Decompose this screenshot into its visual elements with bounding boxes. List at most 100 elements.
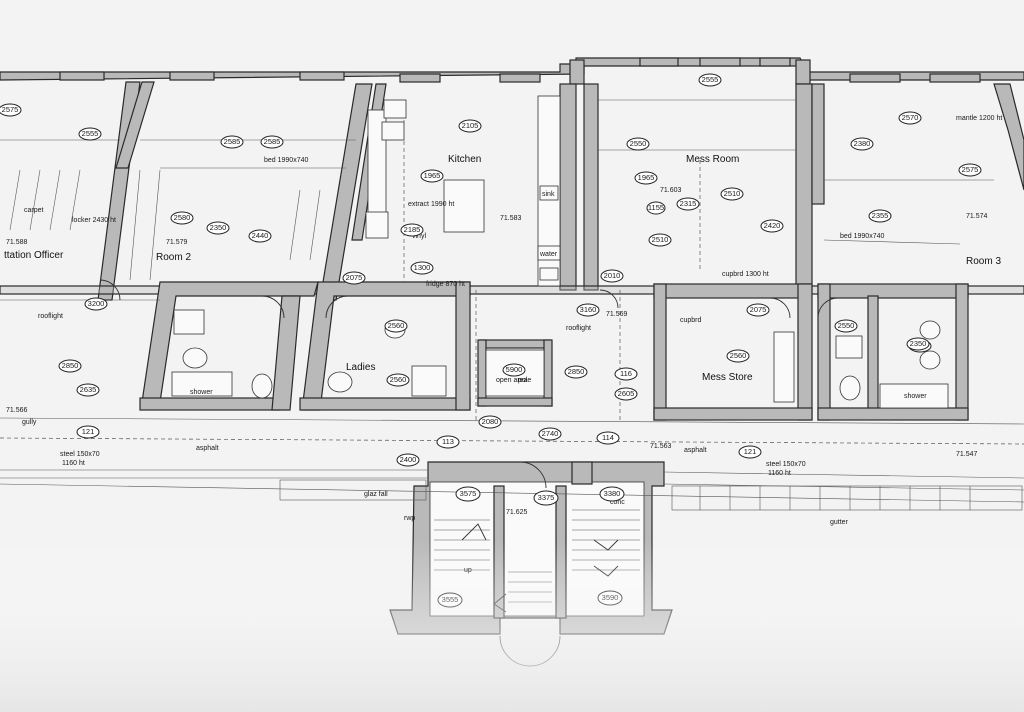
svg-text:2575: 2575 xyxy=(962,165,979,174)
height-tag: 2555 xyxy=(78,127,102,141)
svg-text:2575: 2575 xyxy=(2,105,19,114)
height-tag: 3375 xyxy=(533,490,559,506)
note-steel-right-ht: 1160 ht xyxy=(768,470,791,477)
height-tag: 2550 xyxy=(626,137,650,151)
height-tag: 2555 xyxy=(698,73,722,87)
svg-text:2510: 2510 xyxy=(652,235,669,244)
note-rooflight-a: rooflight xyxy=(38,313,63,320)
note-gully: gully xyxy=(22,419,37,426)
external-walls xyxy=(0,57,1024,85)
note-cupbrd-1300: cupbrd 1300 ht xyxy=(722,271,769,278)
height-tag: 2740 xyxy=(538,427,562,441)
height-tag: 2560 xyxy=(384,319,408,333)
note-water: water xyxy=(539,251,558,258)
note-rwp: rwp xyxy=(404,515,415,522)
height-tag: 2315 xyxy=(676,197,700,211)
svg-text:2585: 2585 xyxy=(224,137,241,146)
svg-text:2570: 2570 xyxy=(902,113,919,122)
level-71-603: 71.603 xyxy=(660,187,682,194)
height-tag: 2420 xyxy=(760,219,784,233)
height-tag: 113 xyxy=(436,435,460,449)
note-bed-1: bed 1990x740 xyxy=(264,157,308,164)
height-tag: 2605 xyxy=(614,387,638,401)
height-tag: 2850 xyxy=(564,365,588,379)
height-tag: 2440 xyxy=(248,229,272,243)
room-label-station-officer: ttation Officer xyxy=(4,250,64,261)
note-shower-left: shower xyxy=(190,389,213,396)
svg-text:2850: 2850 xyxy=(62,361,79,370)
note-fridge: fridge 870 ht xyxy=(426,281,465,288)
note-shower-right: shower xyxy=(904,393,927,400)
svg-text:2740: 2740 xyxy=(542,429,559,438)
level-71-583: 71.583 xyxy=(500,215,522,222)
note-mantle: mantle 1200 ht xyxy=(956,115,1002,122)
note-asphalt-right: asphalt xyxy=(684,447,707,454)
height-tag: 116 xyxy=(614,367,638,381)
note-carpet: carpet xyxy=(24,207,44,214)
note-conc: conc xyxy=(610,499,625,506)
svg-text:2080: 2080 xyxy=(482,417,499,426)
svg-text:2580: 2580 xyxy=(174,213,191,222)
svg-text:2605: 2605 xyxy=(618,389,635,398)
height-tag: 3380 xyxy=(599,486,625,502)
height-tag: 2575 xyxy=(0,103,22,117)
note-steel-left-ht: 1160 ht xyxy=(62,460,85,467)
height-tag: 1155 xyxy=(646,201,666,215)
svg-text:1155: 1155 xyxy=(648,203,664,212)
note-asphalt-left: asphalt xyxy=(196,445,219,452)
svg-text:3160: 3160 xyxy=(580,305,597,314)
level-71-625: 71.625 xyxy=(506,509,528,516)
svg-text:1965: 1965 xyxy=(638,173,655,182)
note-pole: pole xyxy=(518,377,531,384)
annotations: gully asphalt steel 150x70 1160 ht aspha… xyxy=(6,115,1002,574)
height-tag: 2550 xyxy=(834,319,858,333)
svg-text:114: 114 xyxy=(602,433,614,442)
height-tag: 2075 xyxy=(342,271,366,285)
height-tag: 2510 xyxy=(648,233,672,247)
svg-text:2585: 2585 xyxy=(264,137,281,146)
svg-text:2350: 2350 xyxy=(910,339,927,348)
svg-text:113: 113 xyxy=(442,437,454,446)
svg-text:2185: 2185 xyxy=(404,225,421,234)
height-tag: 114 xyxy=(596,431,620,445)
svg-text:2550: 2550 xyxy=(630,139,647,148)
height-tag: 2570 xyxy=(898,111,922,125)
paper-shading xyxy=(0,540,1024,712)
svg-text:5900: 5900 xyxy=(506,365,523,374)
svg-text:2560: 2560 xyxy=(388,321,405,330)
svg-text:1300: 1300 xyxy=(414,263,431,272)
height-tag: 2080 xyxy=(478,415,502,429)
height-tag: 2010 xyxy=(600,269,624,283)
height-tag: 3160 xyxy=(576,303,600,317)
height-tag: 2585 xyxy=(220,135,244,149)
note-steel-left: steel 150x70 xyxy=(60,451,100,458)
svg-text:2850: 2850 xyxy=(568,367,585,376)
level-71-563: 71.563 xyxy=(650,443,672,450)
level-71-579: 71.579 xyxy=(166,239,188,246)
svg-text:2635: 2635 xyxy=(80,385,97,394)
level-71-569: 71.569 xyxy=(606,311,628,318)
svg-text:2105: 2105 xyxy=(462,121,479,130)
svg-text:121: 121 xyxy=(82,427,95,436)
svg-text:3200: 3200 xyxy=(88,299,105,308)
svg-text:3375: 3375 xyxy=(538,493,555,502)
note-cupbrd: cupbrd xyxy=(680,317,702,324)
height-tag: 2635 xyxy=(76,383,100,397)
height-tag: 2355 xyxy=(868,209,892,223)
height-tag: 2585 xyxy=(260,135,284,149)
level-71-588: 71.588 xyxy=(6,239,28,246)
svg-text:2560: 2560 xyxy=(730,351,747,360)
level-71-566: 71.566 xyxy=(6,407,28,414)
room-labels: ttation Officer Room 2 Kitchen Mess Room… xyxy=(4,154,1001,383)
note-bed-2: bed 1990x740 xyxy=(840,233,884,240)
height-tag: 3200 xyxy=(84,297,108,311)
note-open-area: open area xyxy=(496,377,528,384)
room-label-mess-store: Mess Store xyxy=(702,372,753,383)
note-steel-right: steel 150x70 xyxy=(766,461,806,468)
height-tag: 1300 xyxy=(410,261,434,275)
height-tag: 3575 xyxy=(455,486,481,502)
height-tag: 5900 xyxy=(502,363,526,377)
svg-text:2510: 2510 xyxy=(724,189,741,198)
height-tag: 2075 xyxy=(746,303,770,317)
